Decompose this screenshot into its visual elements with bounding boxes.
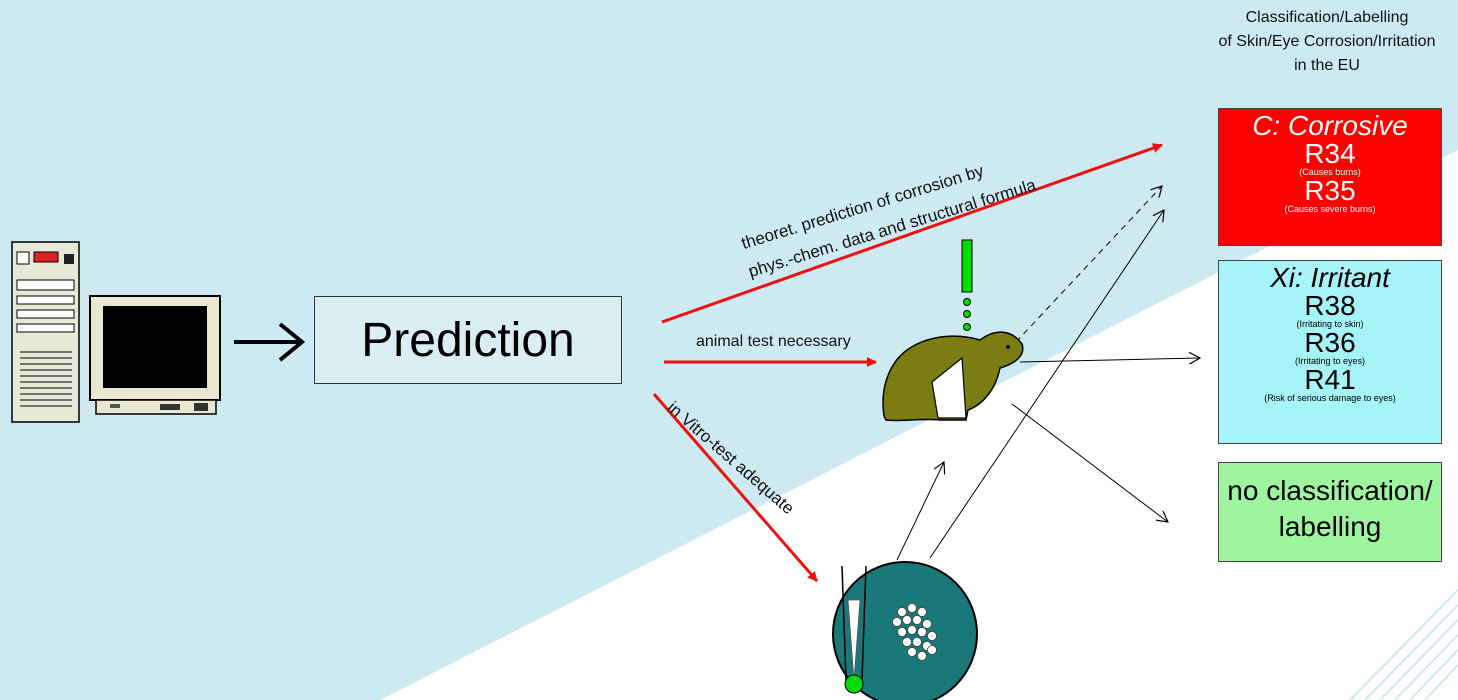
animal-test-label: animal test necessary xyxy=(696,333,851,350)
r-code: R35 xyxy=(1304,175,1356,206)
computer-tower-icon xyxy=(11,241,80,423)
header-line-3: in the EU xyxy=(1294,57,1360,74)
r-code: R34 xyxy=(1304,138,1356,169)
no-classification-line-2: labelling xyxy=(1278,511,1382,542)
invitro-arrow xyxy=(652,393,819,582)
r-code-note: (Irritating to eyes) xyxy=(1294,356,1366,366)
test-animal-icon xyxy=(882,331,1024,422)
r-code-note: (Causes severe burns) xyxy=(1284,204,1376,214)
white-band xyxy=(380,150,1458,700)
prediction-label: Prediction xyxy=(361,313,575,367)
corrosive-box: C: Corrosive R34 (Causes burns) R35 (Cau… xyxy=(1218,108,1442,246)
corrosive-title: C: Corrosive xyxy=(1252,110,1408,141)
r-code-note: (Risk of serious damage to eyes) xyxy=(1264,393,1396,403)
r-code-note: (Causes burns) xyxy=(1299,167,1361,177)
r-code: R41 xyxy=(1304,364,1356,395)
petri-dish-icon xyxy=(832,561,978,700)
classification-header: Classification/Labelling of Skin/Eye Cor… xyxy=(1196,6,1458,78)
prediction-box: Prediction xyxy=(314,296,622,384)
animal-to-corrosive-arrow xyxy=(1015,186,1162,343)
r-code: R38 xyxy=(1304,290,1356,321)
theoretical-arrow xyxy=(661,143,1163,324)
header-line-1: Classification/Labelling xyxy=(1245,9,1409,26)
r-code: R36 xyxy=(1304,327,1356,358)
no-classification-line-1: no classification/ xyxy=(1227,475,1433,506)
no-classification-label: no classification/ labelling xyxy=(1219,463,1441,545)
monitor-icon xyxy=(89,295,221,415)
irritant-title: Xi: Irritant xyxy=(1270,262,1390,293)
r-code-note: (Irritating to skin) xyxy=(1296,319,1364,329)
exclamation-indicator-icon xyxy=(961,239,973,331)
header-line-2: of Skin/Eye Corrosion/Irritation xyxy=(1218,33,1436,50)
invitro-to-animal-arrow xyxy=(896,462,944,561)
hatch-pattern xyxy=(1349,589,1458,700)
animal-to-irritant-arrow xyxy=(1019,358,1200,362)
no-classification-box: no classification/ labelling xyxy=(1218,462,1442,562)
invitro-to-corrosive-arrow xyxy=(929,210,1164,559)
animal-to-none-arrow xyxy=(1011,403,1168,522)
computer-to-prediction-arrow xyxy=(234,322,306,362)
irritant-box: Xi: Irritant R38 (Irritating to skin) R3… xyxy=(1218,260,1442,444)
